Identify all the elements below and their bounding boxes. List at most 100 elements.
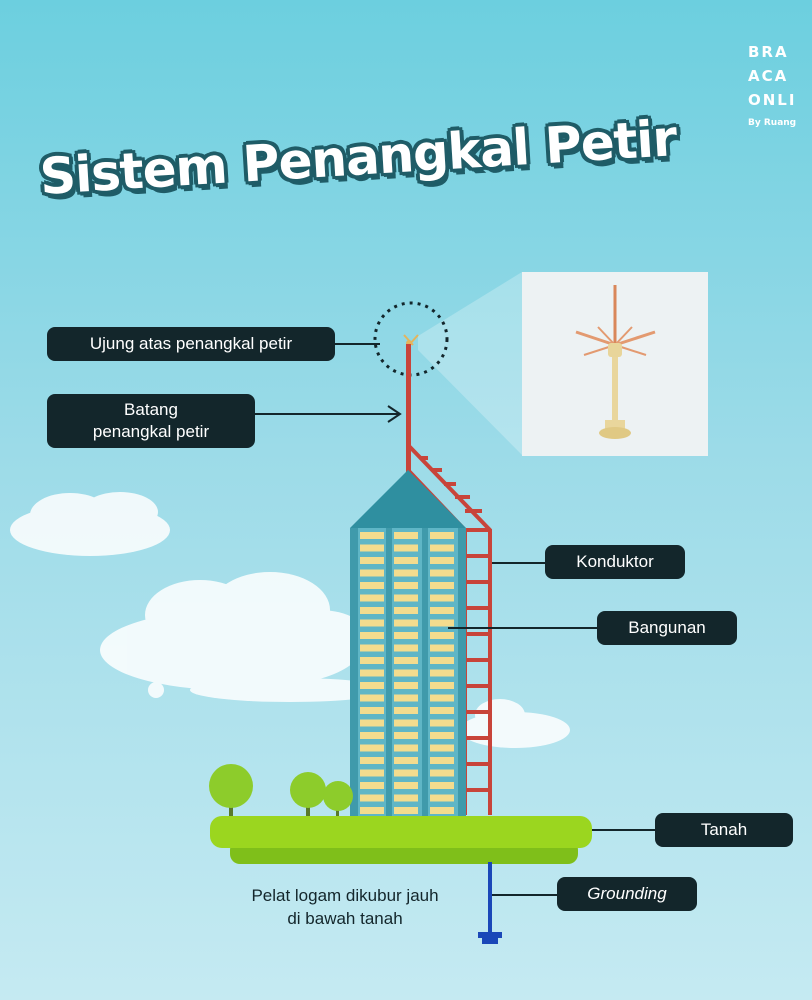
label-grounding: Grounding — [557, 877, 697, 911]
cloud-right — [460, 699, 570, 748]
building-window — [430, 632, 454, 639]
building-window — [394, 744, 418, 752]
ground-note: Pelat logam dikubur jauh di bawah tanah — [210, 884, 480, 930]
building-window — [394, 657, 418, 664]
building-window — [360, 769, 384, 777]
building-window — [430, 619, 454, 627]
building-window — [360, 719, 384, 727]
building-window — [360, 694, 384, 702]
building-window — [360, 669, 384, 677]
label-conductor: Konduktor — [545, 545, 685, 579]
tree-medium — [290, 772, 326, 820]
building-window — [360, 569, 384, 577]
label-rod-line-2: penangkal petir — [92, 422, 210, 441]
grounding-rod — [478, 862, 502, 944]
building-window — [394, 582, 418, 589]
logo-byline: By Ruang — [748, 118, 797, 128]
building-window — [430, 669, 454, 677]
building-window — [360, 707, 384, 714]
building-window — [430, 569, 454, 577]
ground-note-line-2: di bawah tanah — [287, 909, 403, 928]
building-window — [394, 594, 418, 602]
building-window — [394, 569, 418, 577]
building-window — [430, 794, 454, 802]
building — [350, 470, 466, 818]
logo-line-2: ACA — [748, 67, 789, 85]
cloud-left — [10, 492, 170, 556]
lightning-rod — [406, 344, 411, 474]
building-window — [394, 644, 418, 652]
building-window — [430, 782, 454, 789]
zoom-beam — [418, 272, 522, 455]
building-window — [430, 694, 454, 702]
building-window — [360, 732, 384, 739]
tree-small — [323, 781, 353, 820]
building-window — [430, 594, 454, 602]
building-window — [360, 619, 384, 627]
ground-note-line-1: Pelat logam dikubur jauh — [251, 886, 439, 905]
label-building: Bangunan — [597, 611, 737, 645]
building-window — [430, 732, 454, 739]
building-window — [430, 769, 454, 777]
label-tip: Ujung atas penangkal petir — [47, 327, 335, 361]
building-window — [360, 607, 384, 614]
building-window — [430, 707, 454, 714]
building-window — [394, 694, 418, 702]
ground-slab — [210, 816, 592, 864]
building-window — [360, 532, 384, 539]
building-window — [394, 682, 418, 689]
label-ground: Tanah — [655, 813, 793, 847]
building-window — [360, 807, 384, 814]
logo-line-1: BRA — [748, 43, 789, 61]
building-window — [394, 732, 418, 739]
building-window — [430, 757, 454, 764]
building-window — [394, 619, 418, 627]
building-window — [394, 757, 418, 764]
logo-line-3: ONLI — [748, 91, 797, 109]
building-window — [360, 644, 384, 652]
building-window — [430, 557, 454, 564]
building-window — [430, 532, 454, 539]
building-window — [394, 557, 418, 564]
tree-large — [209, 764, 253, 820]
building-window — [360, 582, 384, 589]
label-rod: Batang penangkal petir — [47, 394, 255, 448]
building-window — [430, 607, 454, 614]
lightning-rod-closeup-icon — [575, 285, 656, 439]
building-window — [394, 719, 418, 727]
building-window — [360, 794, 384, 802]
building-window — [394, 794, 418, 802]
building-window — [360, 544, 384, 552]
building-window — [430, 682, 454, 689]
building-window — [360, 657, 384, 664]
building-window — [430, 544, 454, 552]
building-window — [430, 744, 454, 752]
building-window — [430, 657, 454, 664]
building-window — [360, 782, 384, 789]
building-windows — [360, 532, 454, 814]
building-window — [360, 682, 384, 689]
label-rod-line-1: Batang — [124, 400, 178, 419]
building-window — [394, 544, 418, 552]
building-window — [394, 782, 418, 789]
brand-logo: BRA ACA ONLI By Ruang — [748, 40, 796, 130]
building-window — [394, 532, 418, 539]
building-window — [360, 594, 384, 602]
building-window — [360, 557, 384, 564]
building-window — [430, 807, 454, 814]
building-window — [360, 757, 384, 764]
building-window — [394, 807, 418, 814]
building-window — [430, 582, 454, 589]
building-window — [430, 719, 454, 727]
building-window — [430, 644, 454, 652]
building-window — [394, 769, 418, 777]
building-window — [360, 632, 384, 639]
cloud-middle — [100, 572, 390, 702]
building-window — [394, 707, 418, 714]
building-window — [360, 744, 384, 752]
building-window — [394, 669, 418, 677]
building-window — [394, 632, 418, 639]
label-connectors — [255, 343, 655, 896]
building-window — [394, 607, 418, 614]
